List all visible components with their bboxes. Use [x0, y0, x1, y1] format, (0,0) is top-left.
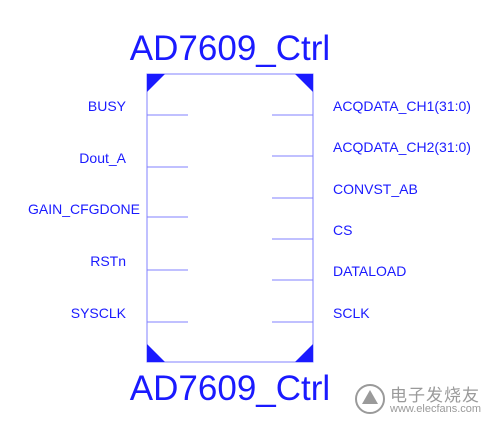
pin-label-convst-ab: CONVST_AB: [333, 181, 418, 197]
watermark-logo-icon: [355, 384, 385, 414]
corner-marker-top-right: [295, 74, 313, 92]
watermark-site-url: www.elecfans.com: [390, 403, 482, 415]
pin-label-dout-a: Dout_A: [79, 150, 126, 166]
block-title-bottom: AD7609_Ctrl: [130, 369, 330, 408]
block-title-top: AD7609_Ctrl: [130, 29, 330, 68]
pin-label-gain-cfgdone: GAIN_CFGDONE: [28, 201, 140, 217]
pin-label-sclk: SCLK: [333, 305, 370, 321]
corner-marker-bottom-left: [147, 344, 165, 362]
block-body: [146, 73, 314, 363]
pin-label-dataload: DATALOAD: [333, 263, 406, 279]
corner-marker-bottom-right: [295, 344, 313, 362]
watermark-site-name: 电子发烧友: [390, 386, 480, 406]
pin-label-sysclk: SYSCLK: [71, 305, 127, 321]
pin-label-cs: CS: [333, 222, 352, 238]
pin-label-busy: BUSY: [88, 98, 127, 114]
pin-label-acqdata-ch1: ACQDATA_CH1(31:0): [333, 98, 471, 114]
corner-marker-top-left: [147, 74, 165, 92]
pin-label-rstn: RSTn: [90, 253, 126, 269]
pin-label-acqdata-ch2: ACQDATA_CH2(31:0): [333, 139, 471, 155]
